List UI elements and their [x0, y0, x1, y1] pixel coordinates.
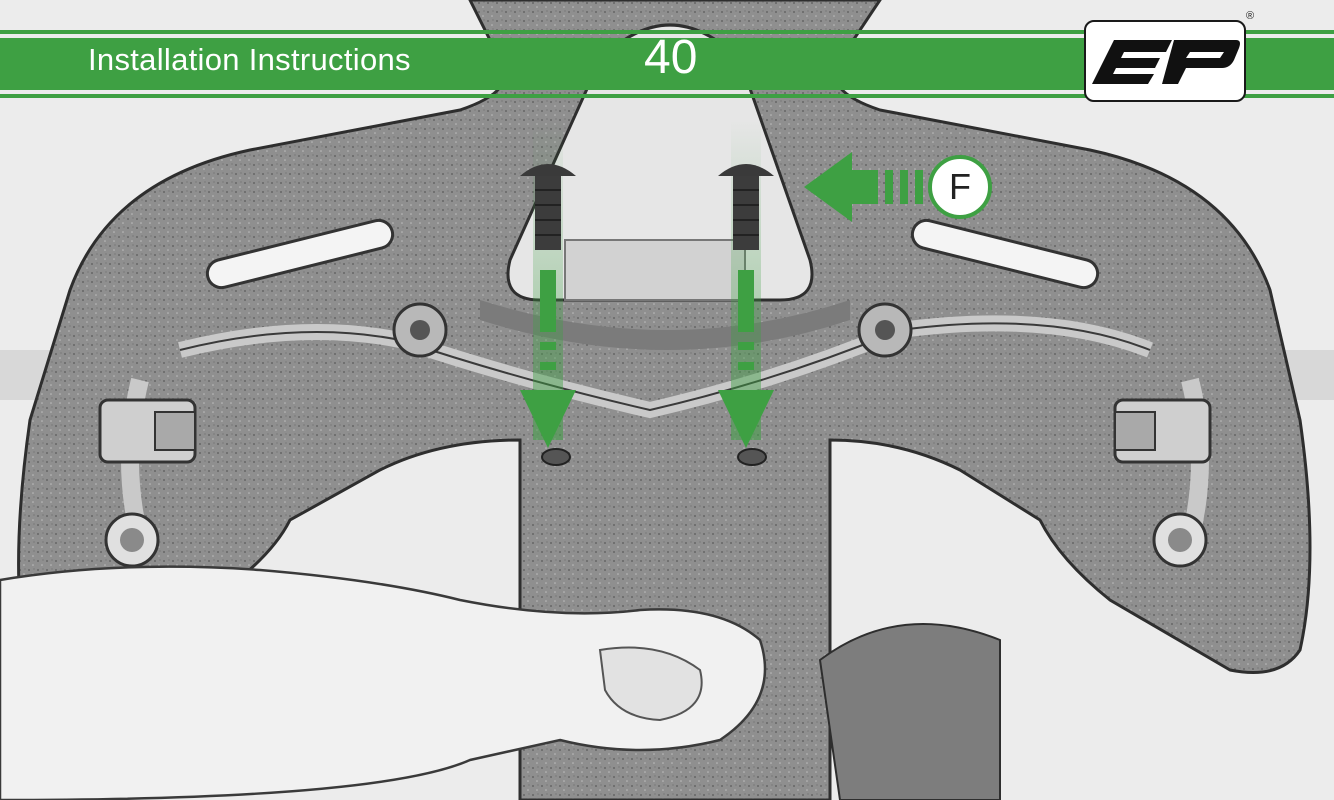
brand-logo: [1084, 20, 1246, 102]
ep-logo-icon: [1086, 22, 1244, 100]
fender-piece: [820, 624, 1000, 800]
step-number: 40: [644, 34, 697, 82]
page-title: Installation Instructions: [88, 42, 411, 78]
registered-mark: ®: [1246, 10, 1254, 22]
callout-label: F: [930, 166, 990, 208]
